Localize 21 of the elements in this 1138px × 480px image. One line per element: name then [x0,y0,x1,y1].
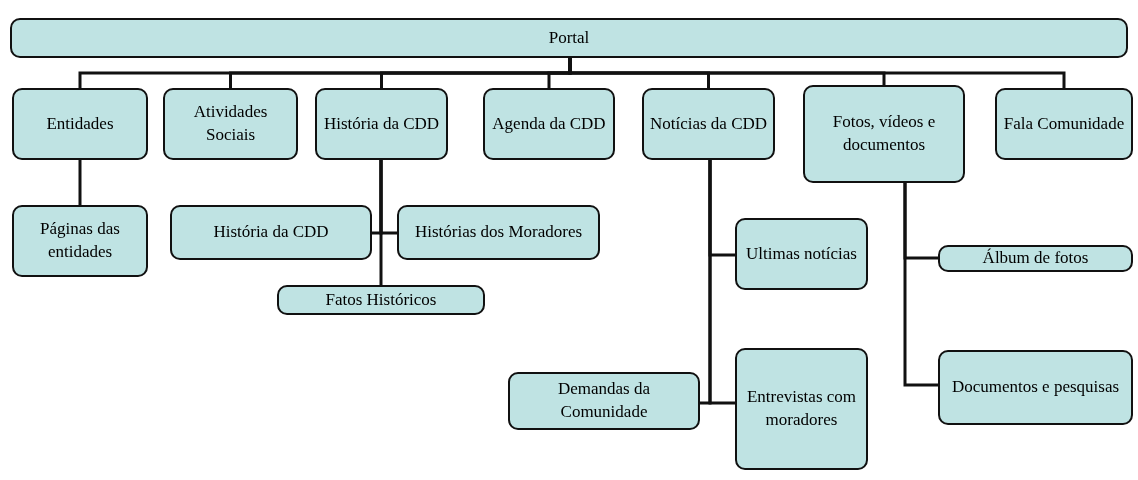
topic-box: Notícias da CDD [642,88,775,160]
topic-box: Demandas da Comunidade [508,372,700,430]
topic-box: Fotos, vídeos e documentos [803,85,965,183]
topic-box: História da CDD [315,88,448,160]
topic-box: Agenda da CDD [483,88,615,160]
topic-box: Documentos e pesquisas [938,350,1133,425]
connector-line [903,183,938,387]
topic-box: Fatos Históricos [277,285,485,315]
topic-box: História da CDD [170,205,372,260]
connector-line [708,160,735,405]
connector-line [379,160,383,285]
topic-box: Atividades Sociais [163,88,298,160]
topic-box: Álbum de fotos [938,245,1133,272]
topic-box: Páginas das entidades [12,205,148,277]
topic-box: Entrevistas com moradores [735,348,868,470]
topic-box: Ultimas notícias [735,218,868,290]
topic-box: Fala Comunidade [995,88,1133,160]
connector-line [78,160,82,205]
topic-box: Entidades [12,88,148,160]
topic-box: Histórias dos Moradores [397,205,600,260]
topic-box: Portal [10,18,1128,58]
